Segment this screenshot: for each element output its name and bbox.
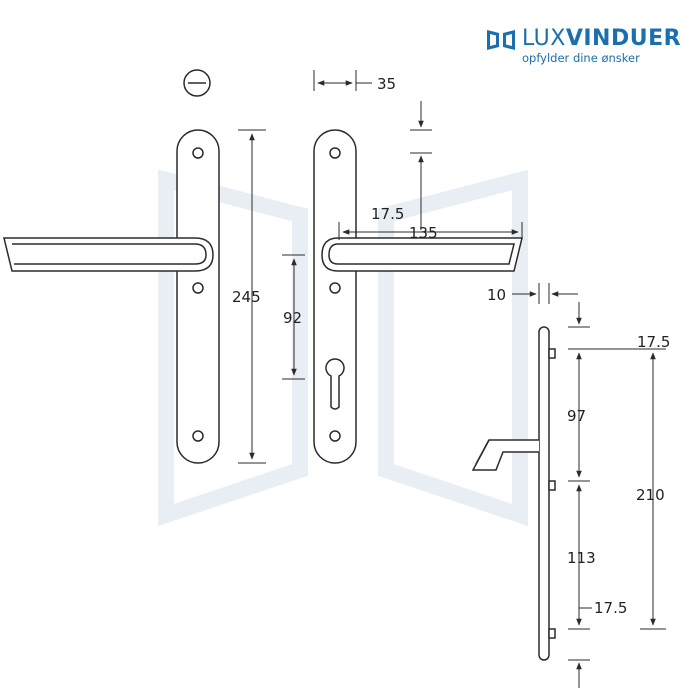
dim-side-bottom: 17.5: [594, 599, 627, 617]
dim-lever-length: 135: [409, 224, 438, 242]
dim-plate-width: 35: [377, 75, 396, 93]
side-view-plate: [471, 326, 556, 661]
watermark-logo: [158, 169, 528, 527]
luxvinduer-logo: LUXVINDUER opfylder dine ønsker: [486, 26, 681, 66]
dim-center-distance: 92: [283, 309, 302, 327]
dim-side-top: 17.5: [637, 333, 670, 351]
window-logo-icon: [487, 30, 515, 50]
left-backplate: [176, 129, 220, 464]
left-lever-handle: [3, 237, 214, 272]
dim-side-offset: 10: [487, 286, 506, 304]
dim-side-total: 210: [636, 486, 665, 504]
dimension-lines: [238, 70, 666, 688]
dim-top-gap: 17.5: [371, 205, 404, 223]
logo-tagline: opfylder dine ønsker: [522, 51, 640, 65]
turn-indicator-icon: [183, 69, 211, 97]
dim-plate-height: 245: [232, 288, 261, 306]
dim-side-upper: 97: [567, 407, 586, 425]
right-backplate: [313, 129, 357, 464]
logo-brand-name: LUXVINDUER: [522, 26, 682, 51]
right-lever-handle: [321, 237, 523, 272]
dim-side-lower: 113: [567, 549, 596, 567]
